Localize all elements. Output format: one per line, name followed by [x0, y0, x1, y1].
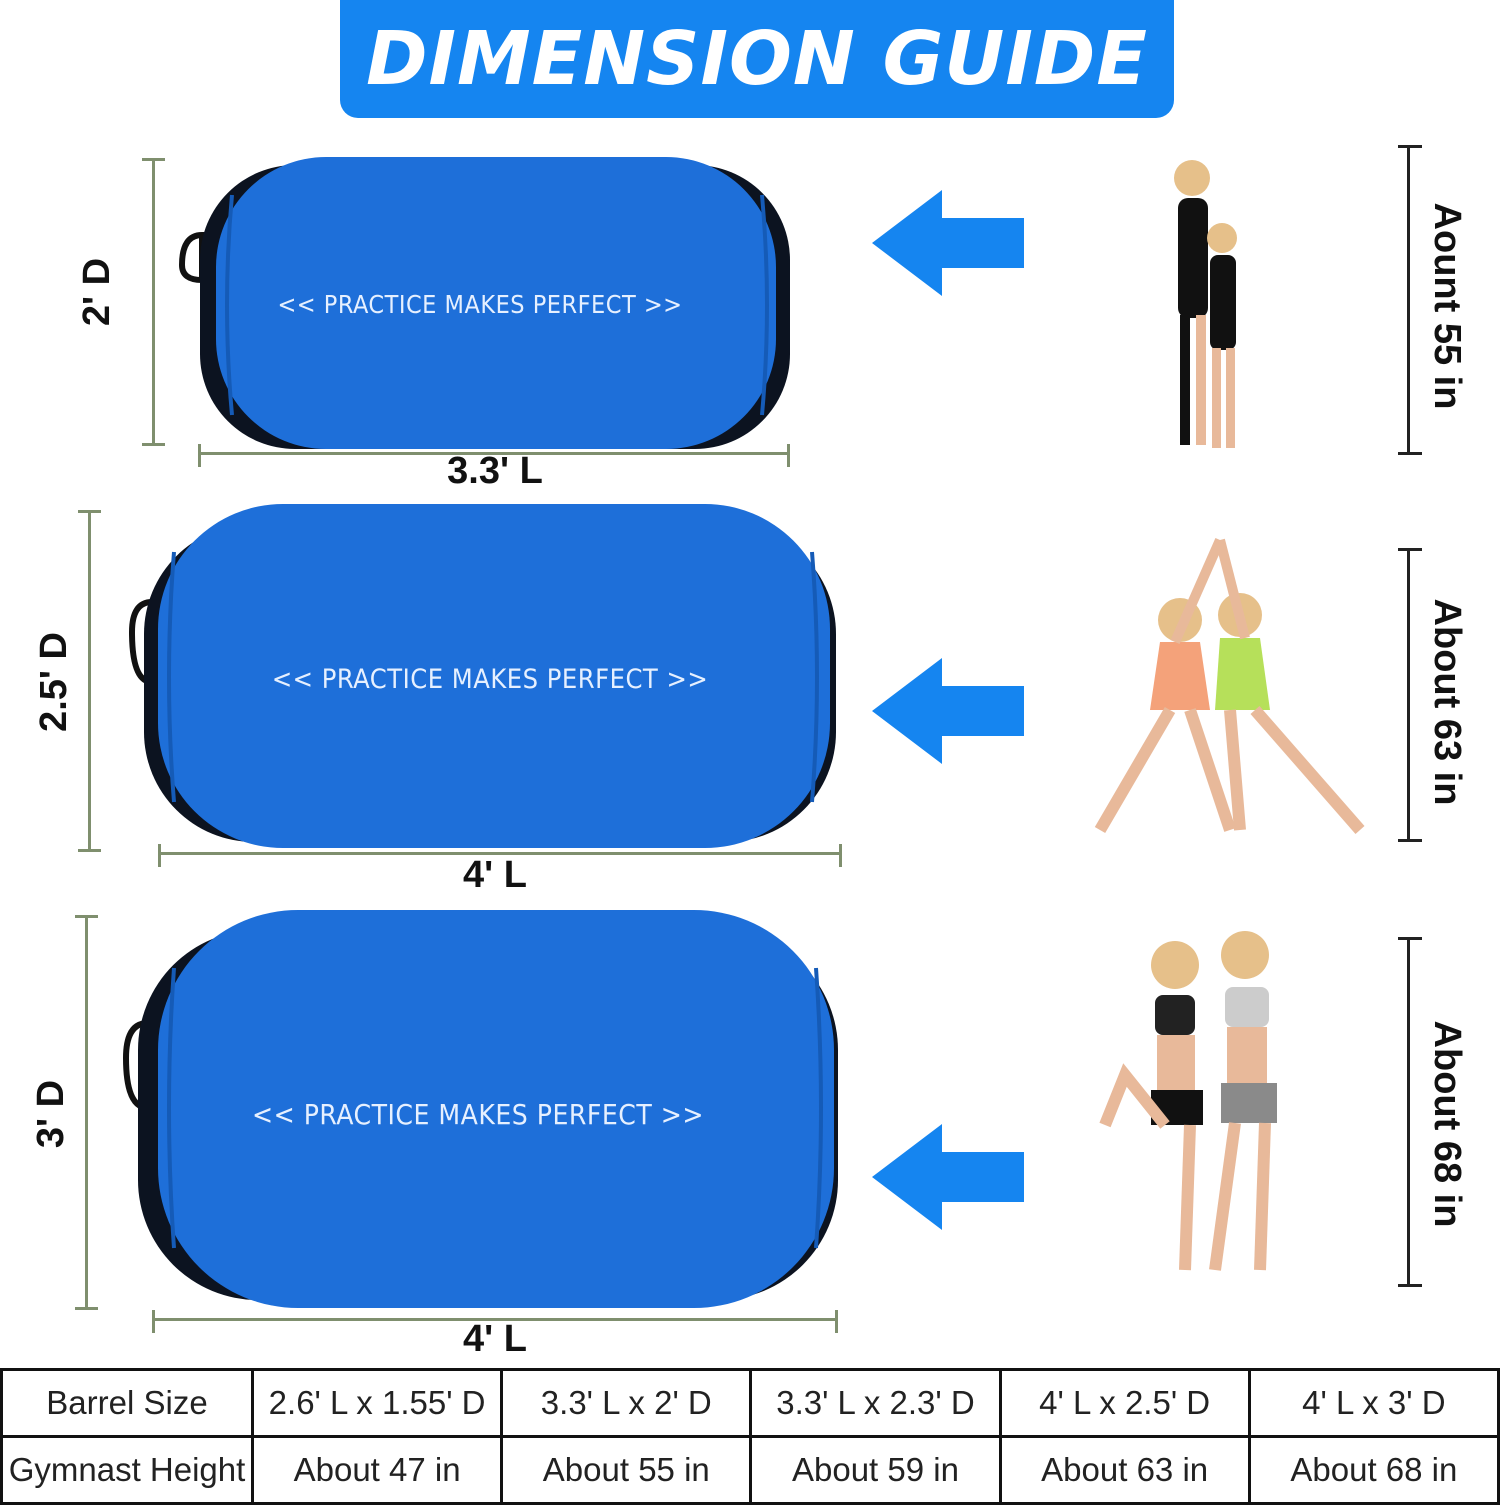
gymnast-photo: [1174, 160, 1237, 448]
gymnast-photo: [1094, 537, 1365, 834]
row-header: Gymnast Height: [0, 1435, 254, 1505]
length-dimension-line: [152, 1310, 838, 1333]
table-cell: 3.3' L x 2' D: [500, 1368, 753, 1438]
table-cell: About 63 in: [998, 1435, 1251, 1505]
table-cell: About 68 in: [1247, 1435, 1500, 1505]
barrel-slogan: << PRACTICE MAKES PERFECT >>: [271, 664, 709, 695]
row-header: Barrel Size: [0, 1368, 254, 1438]
barrel-image: [178, 157, 790, 449]
table-cell: 4' L x 3' D: [1247, 1368, 1500, 1438]
table-cell: About 59 in: [749, 1435, 1002, 1505]
arrow-left-icon: [872, 658, 1024, 764]
height-label: About 63 in: [1426, 598, 1468, 806]
table-cell: 3.3' L x 2.3' D: [749, 1368, 1002, 1438]
table-cell: 4' L x 2.5' D: [998, 1368, 1251, 1438]
table-row: Barrel Size 2.6' L x 1.55' D 3.3' L x 2'…: [0, 1368, 1500, 1438]
table-cell: 2.6' L x 1.55' D: [250, 1368, 504, 1438]
length-label: 3.3' L: [447, 450, 543, 492]
arrow-left-icon: [872, 190, 1024, 296]
gymnast-photo: [1099, 931, 1277, 1271]
barrel-image: [122, 910, 838, 1308]
table-cell: About 55 in: [500, 1435, 753, 1505]
height-bar: [1398, 548, 1422, 842]
table-cell: About 47 in: [250, 1435, 504, 1505]
depth-dimension-line: [142, 158, 165, 446]
barrel-slogan: << PRACTICE MAKES PERFECT >>: [277, 290, 683, 319]
height-label: About 68 in: [1426, 1020, 1468, 1228]
height-bar: [1398, 145, 1422, 455]
barrel-slogan: << PRACTICE MAKES PERFECT >>: [251, 1098, 704, 1131]
table-row: Gymnast Height About 47 in About 55 in A…: [0, 1435, 1500, 1505]
depth-label: 2.5' D: [33, 632, 75, 732]
arrow-left-icon: [872, 1124, 1024, 1230]
title-banner: DIMENSION GUIDE: [340, 0, 1174, 118]
height-label: Aount 55 in: [1426, 202, 1468, 410]
page-title: DIMENSION GUIDE: [366, 16, 1148, 102]
size-table: Barrel Size 2.6' L x 1.55' D 3.3' L x 2'…: [0, 1368, 1500, 1505]
barrel-image: [128, 504, 836, 848]
depth-label: 3' D: [30, 1079, 72, 1149]
length-label: 4' L: [463, 854, 527, 896]
length-dimension-line: [198, 444, 790, 467]
length-dimension-line: [158, 844, 842, 867]
height-bar: [1398, 937, 1422, 1287]
depth-dimension-line: [75, 915, 98, 1310]
depth-label: 2' D: [76, 257, 118, 327]
depth-dimension-line: [78, 510, 101, 852]
length-label: 4' L: [463, 1318, 527, 1360]
